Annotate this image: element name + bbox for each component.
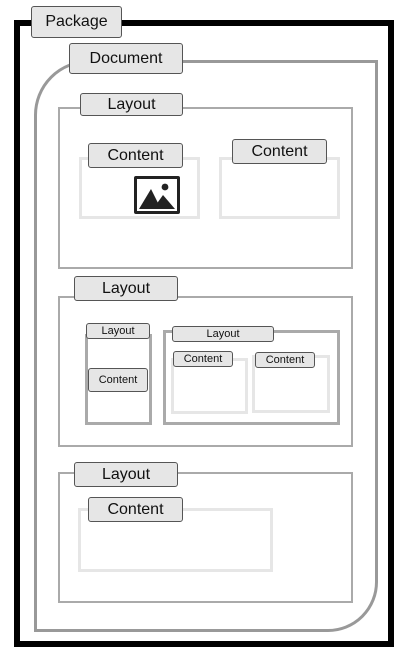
document-label: Document [69, 43, 183, 74]
layout-1-content-1-label: Content [88, 143, 183, 168]
layout-2-nested-2-content-1-label: Content [173, 351, 233, 367]
layout-3-label: Layout [74, 462, 178, 487]
layout-2-nested-1-label: Layout [86, 323, 150, 339]
layout-1-content-2 [219, 157, 340, 219]
layout-2-label: Layout [74, 276, 178, 301]
layout-2-nested-1-content-label: Content [88, 368, 148, 392]
package-label: Package [31, 6, 122, 38]
layout-2-nested-2-label: Layout [172, 326, 274, 342]
layout-2-nested-2-content-2-label: Content [255, 352, 315, 368]
layout-1-content-2-label: Content [232, 139, 327, 164]
image-icon [134, 176, 180, 214]
layout-2-nested-2-content-1 [171, 358, 248, 414]
layout-3-content-1-label: Content [88, 497, 183, 522]
layout-1-label: Layout [80, 93, 183, 116]
image-icon-graphic [139, 183, 175, 209]
